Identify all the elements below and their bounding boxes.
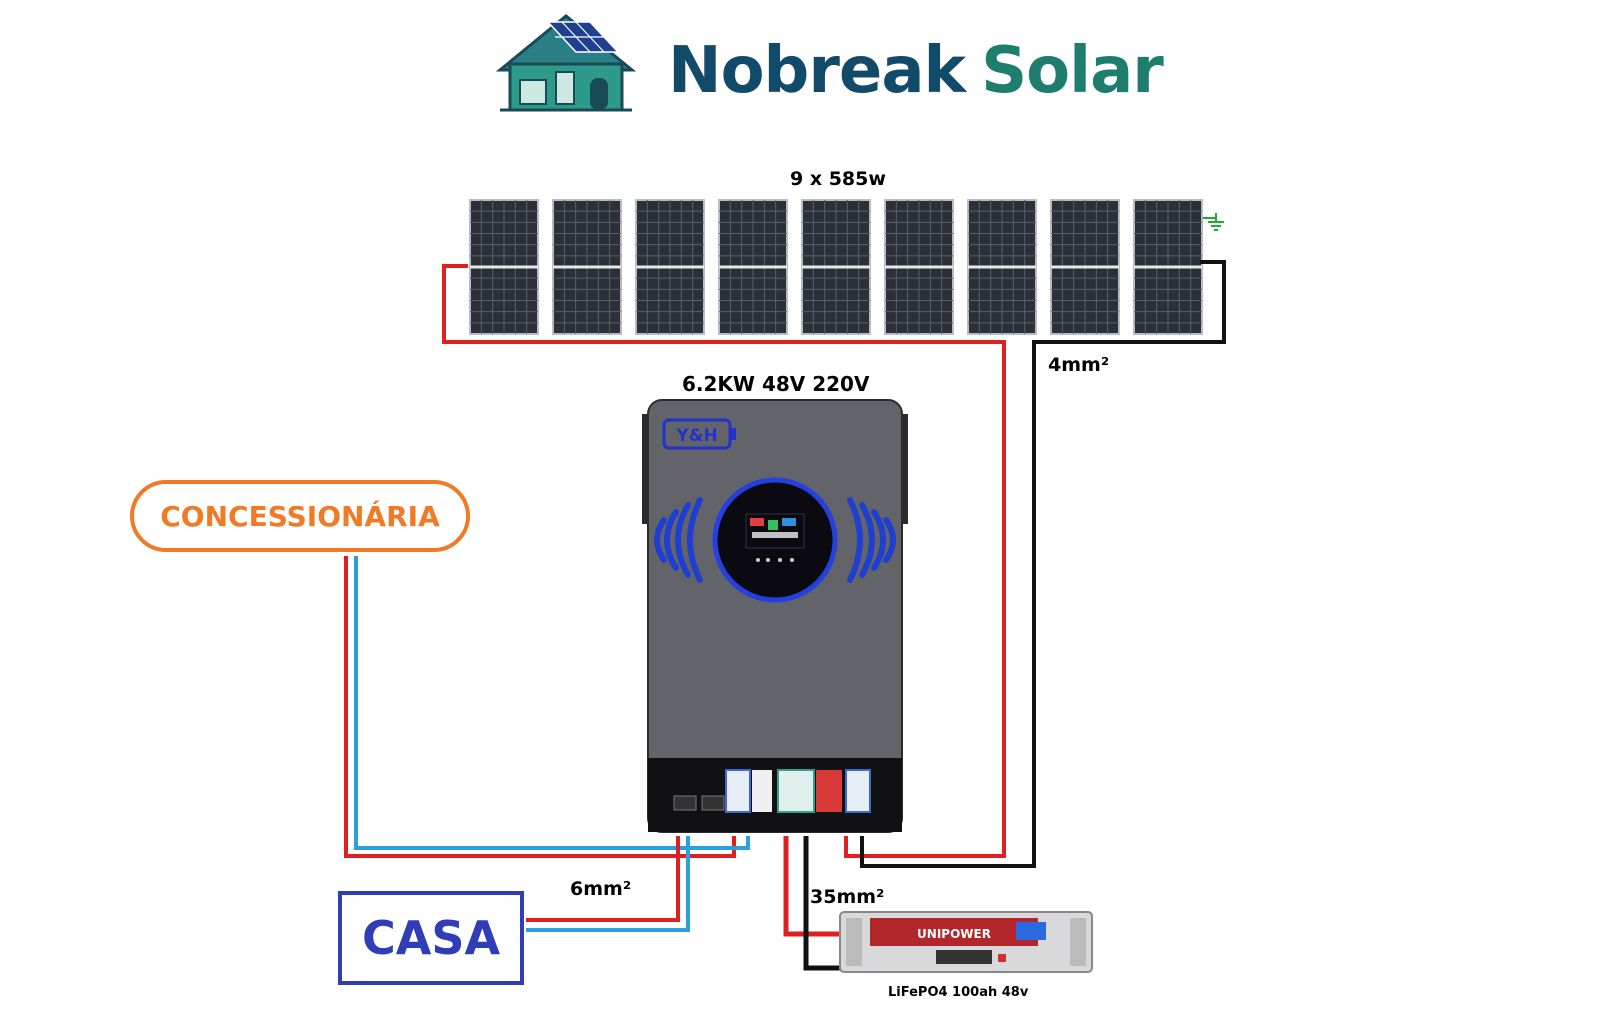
ac-cable-gauge-label: 6mm² [570,878,632,900]
house-neutral-cable [526,836,690,932]
solar-panel [884,199,954,335]
solar-panel [718,199,788,335]
pv-positive-cable [442,264,1006,858]
pv-cable-gauge-label: 4mm² [1048,354,1110,376]
solar-panel [635,199,705,335]
pv-negative-cable [860,260,1226,868]
solar-panel [1133,199,1203,335]
house-box: CASA [338,891,524,985]
house-label: CASA [361,911,501,965]
logo-word-nobreak: Nobreak [668,34,966,108]
solar-panel-array [469,199,1203,335]
battery-label: LiFePO4 100ah 48v [888,985,1029,1000]
inverter: Y&H [642,399,908,833]
ground-icon [1202,213,1224,231]
solar-panel [552,199,622,335]
inverter-brand: Y&H [675,426,717,446]
battery-positive-cable [783,836,860,937]
solar-panel [469,199,539,335]
panel-array-label: 9 x 585w [790,168,886,190]
inverter-spec-label: 6.2KW 48V 220V [682,372,870,396]
battery-cable-gauge-label: 35mm² [810,886,885,908]
house-line-cable [526,836,680,922]
grid-utility-box: CONCESSIONÁRIA [130,480,470,552]
solar-house-icon [495,14,637,112]
solar-panel [1050,199,1120,335]
solar-panel [967,199,1037,335]
battery-brand: UNIPOWER [917,927,991,941]
battery: UNIPOWER [839,911,1093,973]
logo-word-solar: Solar [981,34,1164,108]
grid-neutral-cable [354,556,750,850]
grid-utility-label: CONCESSIONÁRIA [160,499,440,533]
solar-panel [801,199,871,335]
